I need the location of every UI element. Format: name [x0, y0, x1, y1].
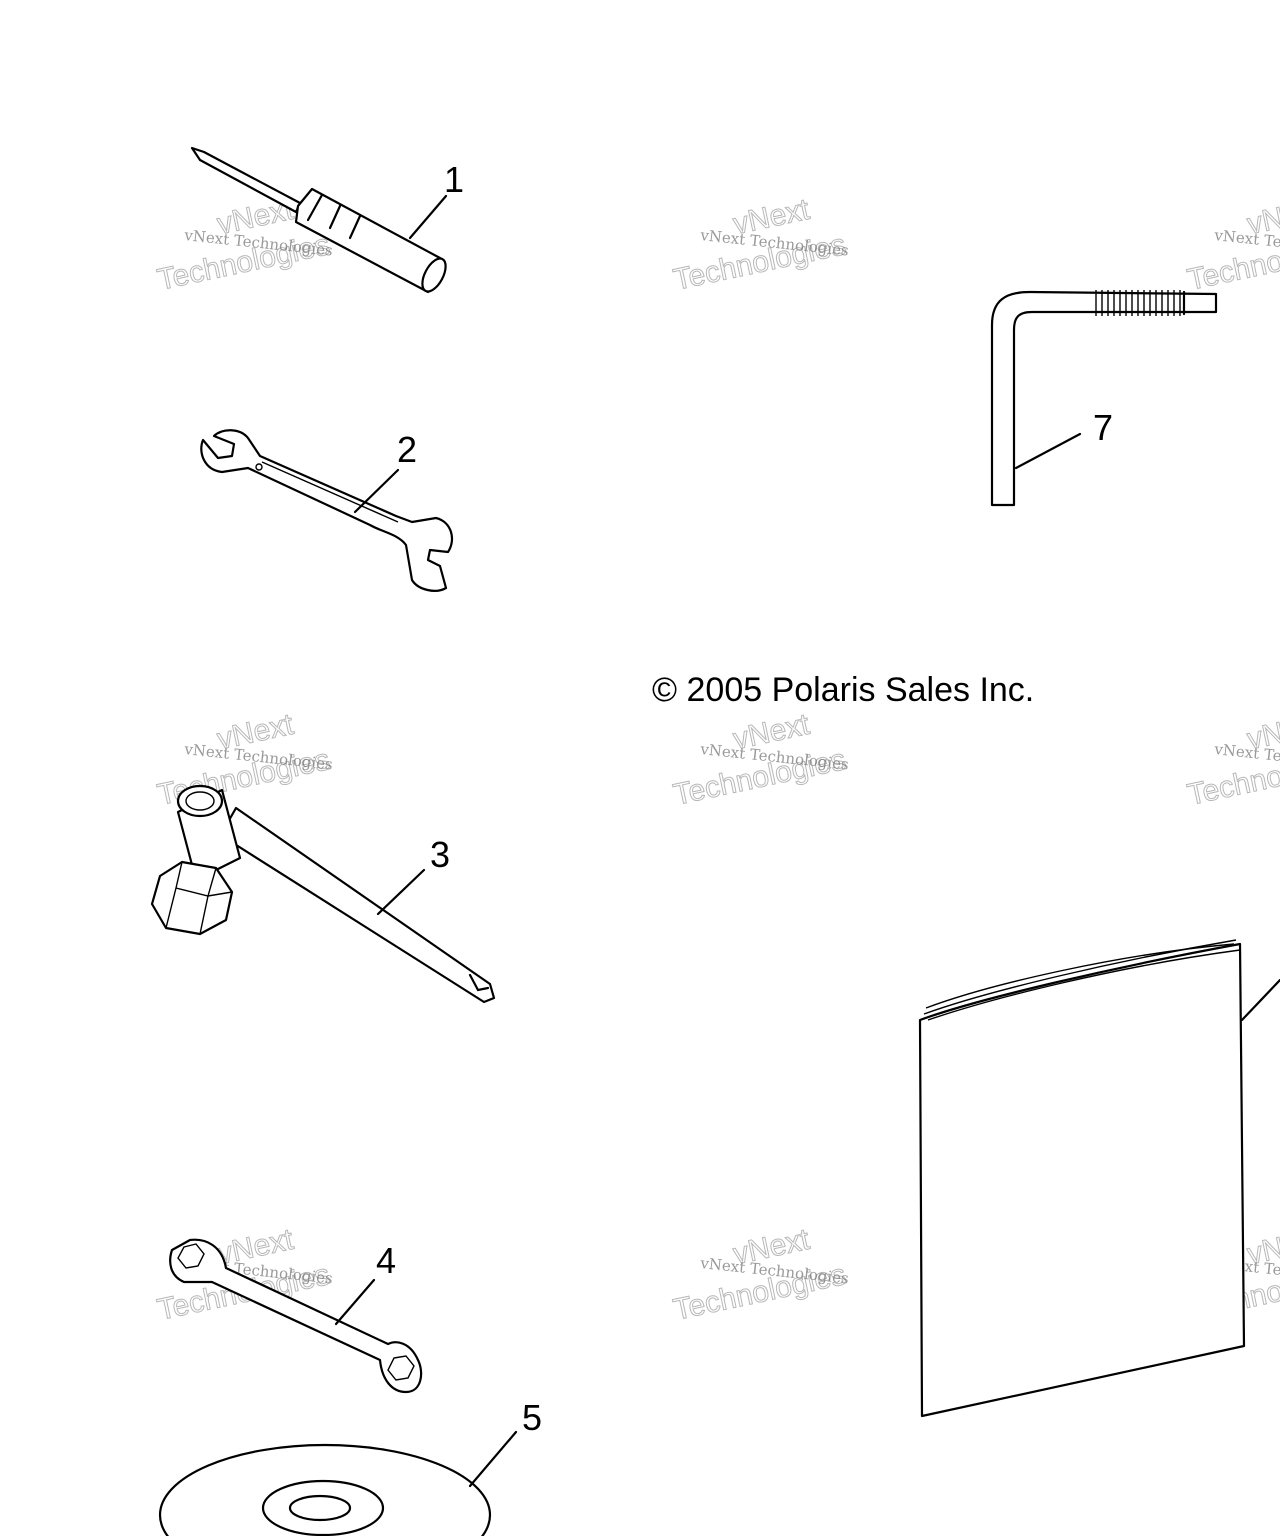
box-wrench-part[interactable]: [169, 1238, 423, 1394]
callout-5: 5: [522, 1397, 542, 1438]
leader-line-2: [353, 468, 400, 514]
copyright-notice: © 2005 Polaris Sales Inc.: [652, 671, 1034, 709]
screwdriver-part[interactable]: [190, 146, 450, 295]
cd-disc-part[interactable]: [158, 1443, 492, 1536]
callout-1: 1: [444, 159, 464, 200]
callout-3: 3: [430, 834, 450, 875]
spark-plug-socket-part[interactable]: [150, 784, 496, 1004]
callout-2: 2: [397, 429, 417, 470]
leader-line-4: [334, 1278, 376, 1326]
callout-7: 7: [1093, 407, 1113, 448]
leader-lines: [334, 194, 1280, 1488]
leader-line-3: [376, 868, 426, 916]
owners-manual-part[interactable]: [918, 939, 1246, 1418]
leader-line-6: [1240, 978, 1280, 1022]
allen-key-part[interactable]: [990, 290, 1218, 507]
open-end-wrench-part[interactable]: [200, 429, 454, 592]
leader-line-1: [408, 194, 448, 240]
leader-line-5: [468, 1430, 518, 1488]
callout-4: 4: [376, 1240, 396, 1281]
allen-key-grip: [1095, 290, 1181, 316]
leader-line-7: [1014, 432, 1082, 470]
